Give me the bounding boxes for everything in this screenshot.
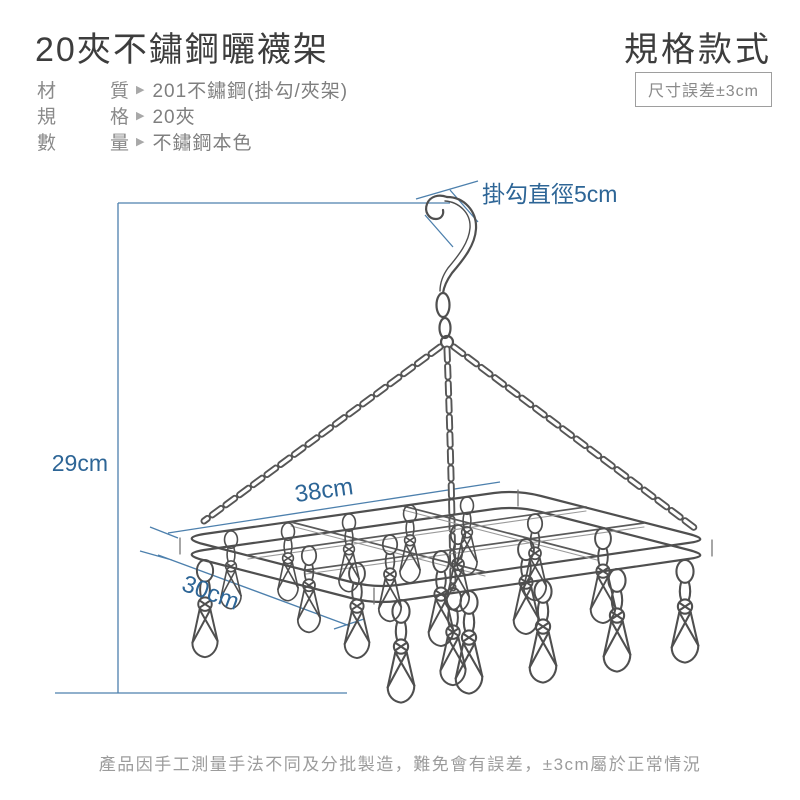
clip xyxy=(386,598,416,704)
spec-label: 材 質 xyxy=(37,76,129,103)
page-title: 20夾不鏽鋼曬襪架 xyxy=(35,31,329,69)
spec-list: 材 質 ▶ 201不鏽鋼(掛勾/夾架) 規 格 ▶ 20夾 數 量 ▶ 不鏽鋼本… xyxy=(37,76,348,154)
clip xyxy=(399,504,421,584)
wire-art xyxy=(179,194,713,704)
clip xyxy=(589,527,617,625)
chain-links-hollow xyxy=(202,345,698,590)
dimension-lines xyxy=(55,180,501,694)
footer-note: 產品因手工測量手法不同及分批製造，難免會有誤差，±3cm屬於正常情況 xyxy=(98,755,702,774)
spec-label-char: 量 xyxy=(109,132,129,154)
spec-label-char: 數 xyxy=(37,132,57,154)
frame-bottom-loop xyxy=(190,506,702,604)
clip xyxy=(277,522,299,602)
frame-corner-posts xyxy=(179,489,713,605)
spec-label-char: 材 xyxy=(37,80,57,102)
spec-value: 不鏽鋼本色 xyxy=(152,132,253,154)
spec-label: 規 格 xyxy=(37,102,129,129)
spec-label-char: 質 xyxy=(109,80,129,102)
spec-value: 201不鏽鋼(掛勾/夾架) xyxy=(152,80,349,102)
spec-row-spec: 規 格 ▶ 20夾 xyxy=(37,102,348,128)
width-dimension-line xyxy=(149,481,501,539)
clip xyxy=(602,567,632,673)
tolerance-badge: 尺寸誤差±3cm xyxy=(634,72,772,107)
spec-label: 數 量 xyxy=(37,128,129,155)
depth-dimension-line xyxy=(139,550,365,630)
spec-row-material: 材 質 ▶ 201不鏽鋼(掛勾/夾架) xyxy=(37,76,348,102)
spec-value: 20夾 xyxy=(152,106,196,128)
clip xyxy=(670,558,700,664)
spec-label-char: 規 xyxy=(37,106,57,128)
frame-top-loop xyxy=(190,490,702,588)
hook xyxy=(425,194,478,350)
section-title-specs: 規格款式 xyxy=(624,31,772,69)
width-label: 38cm xyxy=(293,473,355,508)
clip xyxy=(343,562,371,660)
dimension-labels: 掛勾直徑5cm 29cm 38cm 30cm xyxy=(52,181,618,616)
height-dimension-line xyxy=(55,202,450,694)
spec-label-char: 格 xyxy=(109,106,129,128)
spec-row-quantity: 數 量 ▶ 不鏽鋼本色 xyxy=(37,128,348,154)
clips xyxy=(191,496,700,704)
height-label: 29cm xyxy=(52,450,108,476)
arrow-right-icon: ▶ xyxy=(136,83,145,96)
hook-diameter-label: 掛勾直徑5cm xyxy=(482,181,617,207)
arrow-right-icon: ▶ xyxy=(136,135,145,148)
frame xyxy=(179,489,713,605)
arrow-right-icon: ▶ xyxy=(136,109,145,122)
